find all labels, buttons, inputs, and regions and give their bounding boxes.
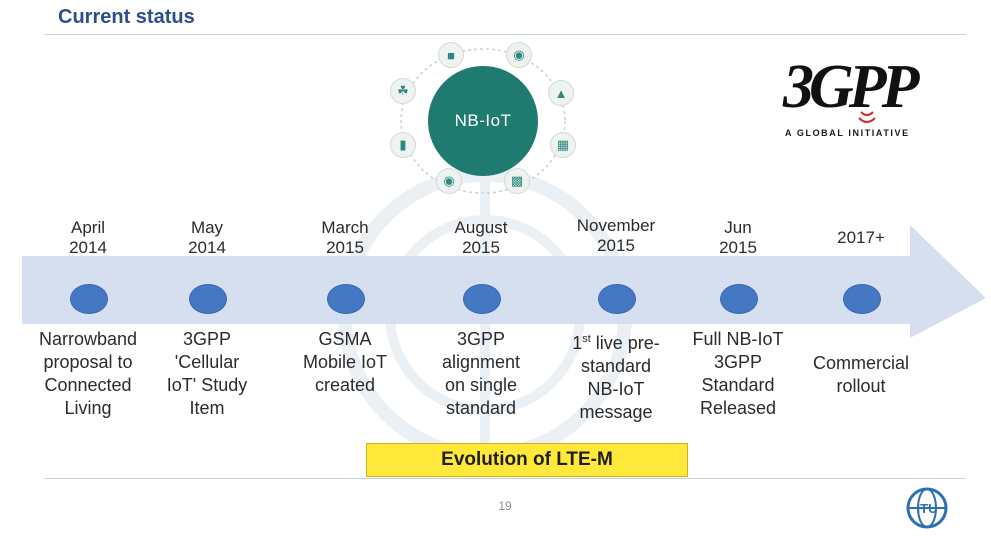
milestone-dot bbox=[189, 284, 227, 314]
svg-text:ITU: ITU bbox=[917, 501, 938, 516]
3gpp-logo-mark: 3GPP bbox=[783, 53, 920, 121]
hub-icon-city: ▩ bbox=[504, 168, 530, 194]
milestone-date: 2017+ bbox=[837, 228, 885, 247]
mountain-icon: ▲ bbox=[554, 85, 568, 101]
city-icon: ▩ bbox=[510, 173, 524, 188]
truck-icon: ■ bbox=[447, 47, 455, 63]
3gpp-logo: 3GPP A GLOBAL INITIATIVE bbox=[783, 52, 973, 142]
3gpp-signal-icon bbox=[858, 111, 876, 123]
water-meter-icon: ◉ bbox=[513, 47, 525, 62]
nb-iot-hub: ■ ◉ ▲ ▦ ▩ ◉ ▮ ☘ NB-IoT bbox=[378, 36, 588, 196]
milestone-dot bbox=[598, 284, 636, 314]
milestone-description: GSMA Mobile IoT created bbox=[302, 329, 388, 395]
thermometer-icon: ▮ bbox=[399, 137, 407, 152]
lte-m-highlight: Evolution of LTE-M bbox=[366, 443, 688, 477]
farm-icon: ☘ bbox=[397, 83, 409, 98]
milestone-dot bbox=[463, 284, 501, 314]
milestone-description: 1st live pre- standard NB-IoT message bbox=[572, 333, 660, 422]
title-divider bbox=[44, 34, 966, 35]
hub-icon-truck: ■ bbox=[438, 42, 464, 68]
milestone-dot bbox=[70, 284, 108, 314]
nb-iot-hub-label: NB-IoT bbox=[428, 66, 538, 176]
milestone-description: 3GPP 'Cellular IoT' Study Item bbox=[166, 329, 248, 418]
milestone-dot bbox=[720, 284, 758, 314]
milestone-description: Narrowband proposal to Connected Living bbox=[38, 329, 138, 418]
slide-title: Current status bbox=[58, 6, 195, 28]
ordinal-suffix: st bbox=[582, 333, 591, 345]
milestone-date: August 2015 bbox=[454, 218, 508, 257]
tractor-icon: ◉ bbox=[443, 173, 455, 188]
hub-icon-mountain: ▲ bbox=[548, 80, 574, 106]
hub-icon-building: ▦ bbox=[550, 132, 576, 158]
hub-icon-tractor: ◉ bbox=[436, 168, 462, 194]
hub-ring bbox=[400, 48, 566, 194]
milestone-date: November 2015 bbox=[576, 216, 656, 255]
3gpp-tagline: A GLOBAL INITIATIVE bbox=[785, 128, 910, 138]
hub-icon-thermometer: ▮ bbox=[390, 132, 416, 158]
milestone-date: April 2014 bbox=[69, 218, 107, 257]
milestone-date: May 2014 bbox=[188, 218, 226, 257]
milestone-dot bbox=[327, 284, 365, 314]
milestone-description: 3GPP alignment on single standard bbox=[441, 329, 521, 418]
building-icon: ▦ bbox=[556, 137, 570, 152]
hub-icon-farm: ☘ bbox=[390, 78, 416, 104]
milestone-dot bbox=[843, 284, 881, 314]
hub-icon-meter: ◉ bbox=[506, 42, 532, 68]
milestone-date: March 2015 bbox=[321, 218, 369, 257]
itu-logo-icon: ITU bbox=[906, 487, 948, 529]
bottom-divider bbox=[44, 478, 966, 479]
milestone-date: Jun 2015 bbox=[719, 218, 757, 257]
page-number: 19 bbox=[498, 499, 512, 513]
milestone-description: Commercial rollout bbox=[812, 353, 909, 396]
milestone-description: Full NB-IoT 3GPP Standard Released bbox=[692, 329, 784, 418]
